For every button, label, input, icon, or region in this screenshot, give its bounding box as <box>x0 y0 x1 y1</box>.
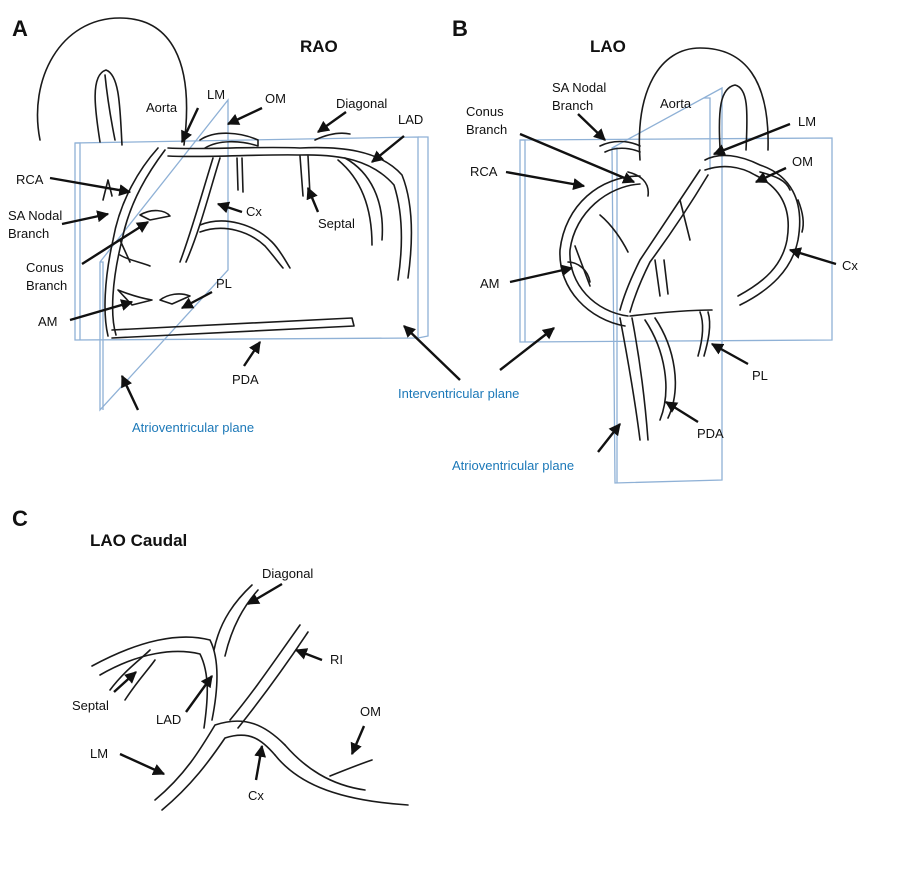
panel-b-interventricular-plane <box>519 137 833 343</box>
panel-c-view-title: LAO Caudal <box>90 531 187 550</box>
panel-b: B LAO <box>452 16 858 484</box>
panel-b-label-sa-branch: Branch <box>552 98 593 113</box>
panel-b-label-lm: LM <box>798 114 816 129</box>
panel-a-label-interventricular-plane: Interventricular plane <box>398 386 519 401</box>
panel-a-label-om: OM <box>265 91 286 106</box>
panel-a: A RAO <box>8 16 519 435</box>
panel-b-arrows <box>499 113 837 453</box>
panel-a-label-cx: Cx <box>246 204 262 219</box>
panel-a-interventricular-plane <box>74 136 429 341</box>
panel-b-label-conus: Conus <box>466 104 504 119</box>
panel-b-label-atrioventricular-plane: Atrioventricular plane <box>452 458 574 473</box>
panel-a-label-lm: LM <box>207 87 225 102</box>
panel-c-label-cx: Cx <box>248 788 264 803</box>
panel-b-label-pl: PL <box>752 368 768 383</box>
panel-c-label-lad: LAD <box>156 712 181 727</box>
panel-a-letter: A <box>12 16 28 41</box>
panel-a-arrows <box>49 106 461 411</box>
panel-a-label-rca: RCA <box>16 172 44 187</box>
panel-c: C LAO Caudal Diagonal RI <box>12 506 409 811</box>
panel-c-label-septal: Septal <box>72 698 109 713</box>
panel-c-label-diagonal: Diagonal <box>262 566 313 581</box>
panel-a-view-title: RAO <box>300 37 338 56</box>
panel-b-label-am: AM <box>480 276 500 291</box>
panel-b-left-system <box>619 154 805 313</box>
panel-b-label-aorta: Aorta <box>660 96 692 111</box>
panel-b-label-pda: PDA <box>697 426 724 441</box>
panel-a-label-sa-nodal: SA Nodal <box>8 208 62 223</box>
panel-a-label-aorta: Aorta <box>146 100 178 115</box>
panel-a-label-diagonal: Diagonal <box>336 96 387 111</box>
panel-b-view-title: LAO <box>590 37 626 56</box>
panel-b-letter: B <box>452 16 468 41</box>
panel-b-pda <box>619 309 713 441</box>
panel-b-label-rca: RCA <box>470 164 498 179</box>
panel-b-label-cx: Cx <box>842 258 858 273</box>
panel-a-label-conus-branch: Branch <box>26 278 67 293</box>
panel-c-label-ri: RI <box>330 652 343 667</box>
panel-a-cx <box>179 157 291 269</box>
panel-b-aorta <box>638 47 769 161</box>
panel-c-letter: C <box>12 506 28 531</box>
panel-a-label-atrioventricular-plane: Atrioventricular plane <box>132 420 254 435</box>
panel-a-label-septal: Septal <box>318 216 355 231</box>
panel-a-label-conus: Conus <box>26 260 64 275</box>
panel-a-label-sa-branch: Branch <box>8 226 49 241</box>
panel-c-vessels <box>91 584 409 811</box>
panel-a-label-lad: LAD <box>398 112 423 127</box>
panel-c-arrows <box>113 582 366 781</box>
panel-a-atrioventricular-plane <box>99 98 229 412</box>
panel-b-rca <box>559 175 669 327</box>
panel-a-label-pda: PDA <box>232 372 259 387</box>
panel-a-label-am: AM <box>38 314 58 329</box>
panel-c-label-om: OM <box>360 704 381 719</box>
panel-b-label-om: OM <box>792 154 813 169</box>
panel-b-label-conus-branch: Branch <box>466 122 507 137</box>
panel-a-label-pl: PL <box>216 276 232 291</box>
panel-a-aorta <box>36 17 188 146</box>
panel-c-label-lm: LM <box>90 746 108 761</box>
panel-b-root-branches <box>599 140 650 197</box>
panel-a-left-system <box>167 132 413 281</box>
panel-b-label-sa-nodal: SA Nodal <box>552 80 606 95</box>
